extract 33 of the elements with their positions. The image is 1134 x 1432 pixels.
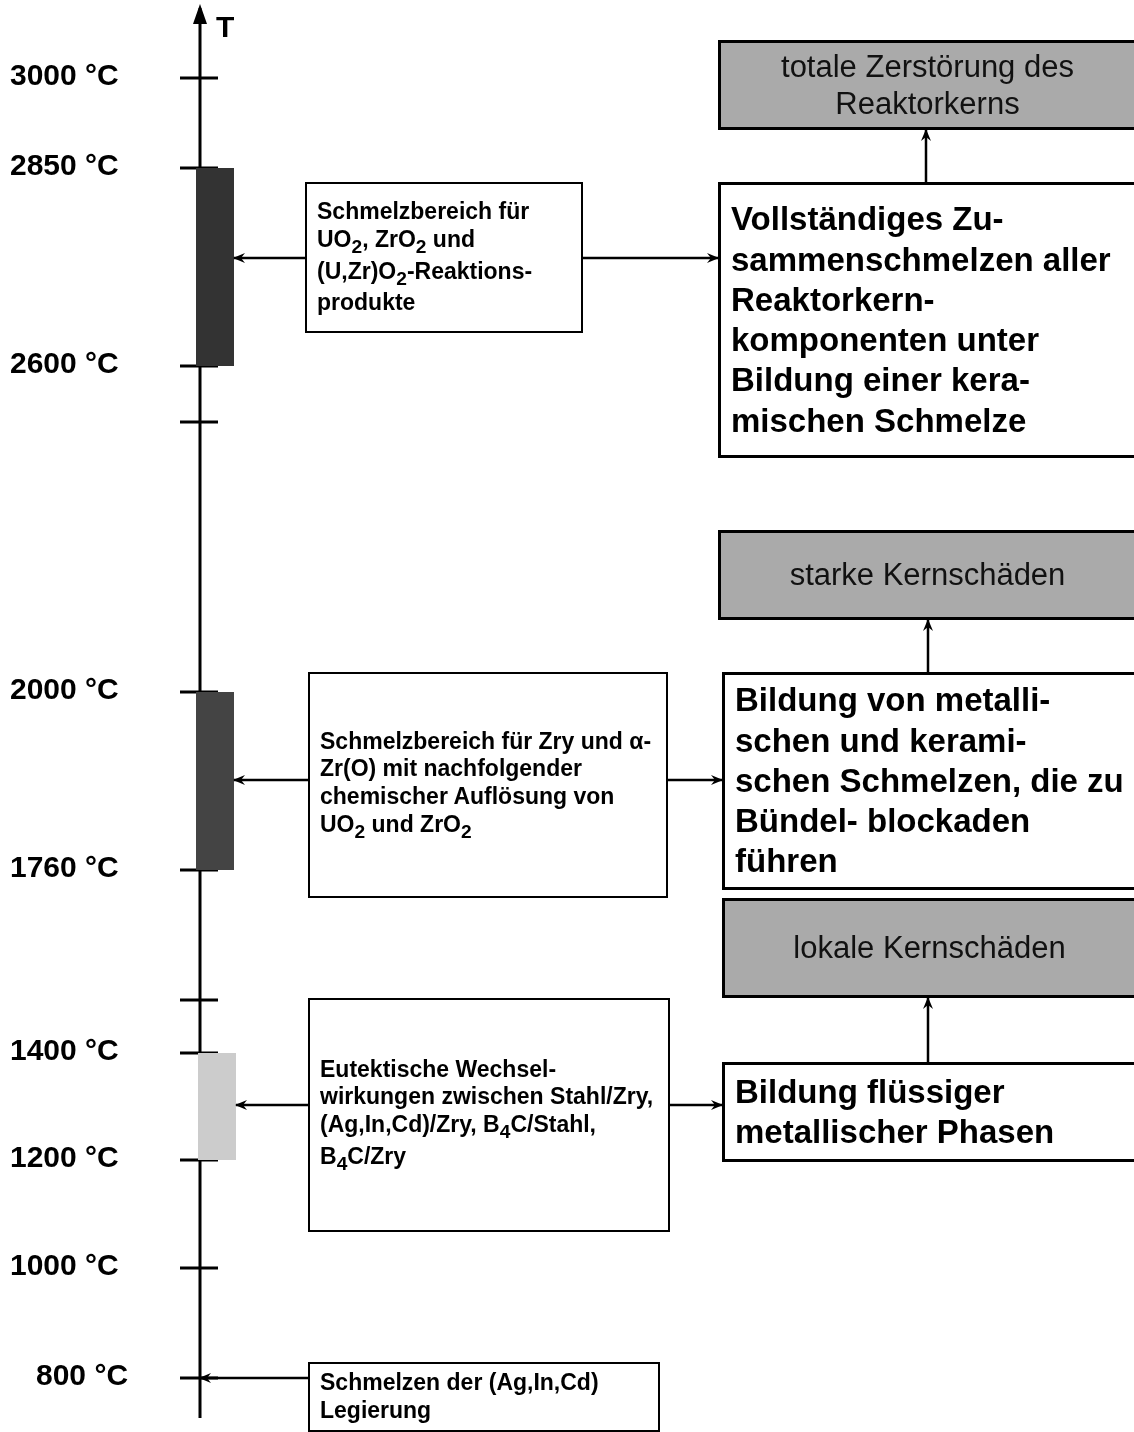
process-box: Eutektische Wechsel- wirkungen zwischen Stahl/Zry, (Ag,In,Cd)/Zry, B$_{4}$C/Stahl, B$_{4}$C/Zry <box>308 998 670 1232</box>
temperature-label: 2600 °C <box>10 346 119 380</box>
damage-level-box: totale Zerstörung des Reaktorkerns <box>718 40 1134 130</box>
temperature-range-bar <box>196 692 234 870</box>
axis-label: T <box>216 10 235 44</box>
temperature-range-bar <box>198 1053 236 1160</box>
temperature-label: 1000 °C <box>10 1248 119 1282</box>
arrow <box>199 1373 308 1383</box>
damage-level-box: starke Kernschäden <box>718 530 1134 620</box>
arrow <box>668 775 723 785</box>
damage-level-box: lokale Kernschäden <box>722 898 1134 998</box>
arrow <box>670 1100 723 1110</box>
temperature-label: 800 °C <box>36 1358 129 1392</box>
consequence-box: Bildung flüssiger metallischer Phasen <box>722 1062 1134 1162</box>
arrow <box>923 997 933 1062</box>
arrow <box>233 775 308 785</box>
consequence-box: Bildung von metalli- schen und kerami- schen Schmelzen, die zu Bündel- blockaden führen <box>722 672 1134 890</box>
process-box: Schmelzen der (Ag,In,Cd) Legierung <box>308 1362 660 1432</box>
temperature-label: 1200 °C <box>10 1140 119 1174</box>
temperature-label: 1400 °C <box>10 1033 119 1067</box>
temperature-range-bar <box>196 168 234 366</box>
process-box: Schmelzbereich für UO$_{2}$, ZrO$_{2}$ und (U,Zr)O$_{2}$-Reaktions- produkte <box>305 182 583 333</box>
temperature-label: 2850 °C <box>10 148 119 182</box>
consequence-box: Vollständiges Zu- sammenschmelzen aller Reaktorkern- komponenten unter Bildung einer kera- mischen Schmelze <box>718 182 1134 458</box>
temperature-label: 2000 °C <box>10 672 119 706</box>
arrow <box>233 253 305 263</box>
arrow <box>921 129 931 182</box>
arrow <box>583 253 719 263</box>
temperature-label: 3000 °C <box>10 58 119 92</box>
process-box: Schmelzbereich für Zry und α-Zr(O) mit nachfolgender chemischer Auflösung von UO$_{2}$ und ZrO$_{2}$ <box>308 672 668 898</box>
arrow <box>923 619 933 672</box>
temperature-label: 1760 °C <box>10 850 119 884</box>
arrow <box>235 1100 308 1110</box>
